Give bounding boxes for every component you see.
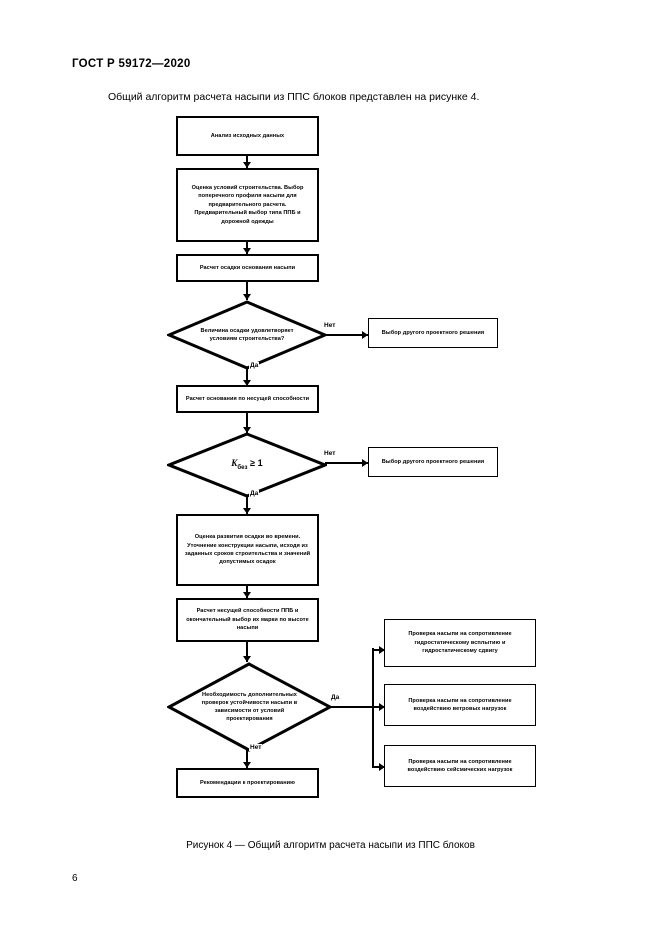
edge-label-no-1: Нет [323,322,337,329]
node-check-seismic: Проверка насыпи на сопротивление воздейс… [384,745,536,787]
arrow-decision2-time [243,508,251,514]
connector-bus-check3 [372,766,384,768]
connector-settlement-decision1 [246,282,248,300]
node-recommendations: Рекомендации к проектированию [176,768,319,798]
node-assessment: Оценка условий строительства. Выбор попе… [176,168,319,242]
connector-decision1-bearing [246,368,248,386]
node-recommendations-label: Рекомендации к проектированию [200,779,295,786]
node-assessment-label: Оценка условий строительства. Выбор попе… [191,185,304,225]
coefficient-relation: ≥ 1 [247,458,263,469]
node-settlement-calc-label: Расчет осадки основания насыпи [199,264,296,271]
arrow-ppb-decision3 [243,656,251,662]
arrow-decision3-recommendations [243,762,251,768]
node-ppb-capacity-label: Расчет несущей способности ППБ и окончат… [186,608,309,632]
arrow-analysis-assessment [243,162,251,168]
flowchart: Анализ исходных данных Оценка условий ст… [167,116,536,798]
node-check-wind: Проверка насыпи на сопротивление воздейс… [384,684,536,726]
arrow-bus-check3 [379,763,385,771]
intro-paragraph: Общий алгоритм расчета насыпи из ППС бло… [108,91,480,103]
node-check-wind-label: Проверка насыпи на сопротивление воздейс… [408,697,512,712]
connector-bus-check1 [372,649,384,651]
connector-bearing-decision2 [246,413,248,433]
node-bearing-capacity-label: Расчет основания по несущей способности [185,395,310,402]
node-check-seismic-label: Проверка насыпи на сопротивление воздейс… [407,758,513,773]
decision-coefficient: Kбез ≥ 1 [167,432,327,498]
edge-label-yes-3: Да [330,694,341,701]
connector-decision2-alt2 [325,462,369,464]
node-time-settlement-label: Оценка развития осадки во времени. Уточн… [184,534,311,566]
node-check-hydrostatic: Проверка насыпи на сопротивление гидрост… [384,619,536,667]
node-check-hydrostatic-label: Проверка насыпи на сопротивление гидрост… [408,631,512,655]
connector-bus-check2 [372,706,384,708]
arrow-bus-check2 [379,703,385,711]
arrow-bus-check1 [379,646,385,654]
arrow-decision1-bearing [243,380,251,386]
arrow-assessment-settlement [243,248,251,254]
connector-ppb-decision3 [246,642,248,662]
arrow-bearing-decision2 [243,427,251,433]
coefficient-symbol: K [231,458,238,469]
edge-label-no-2: Нет [323,450,337,457]
arrow-settlement-decision1 [243,294,251,300]
decision-extra-checks-label: Необходимость дополнительных проверок ус… [201,691,298,723]
standard-header: ГОСТ Р 59172—2020 [72,58,191,70]
connector-decision2-time [246,496,248,514]
edge-label-yes-1: Да [249,362,260,369]
connector-bus-vertical [372,648,374,768]
figure-caption: Рисунок 4 — Общий алгоритм расчета насып… [186,840,475,851]
node-settlement-calc: Расчет осадки основания насыпи [176,254,319,282]
node-time-settlement: Оценка развития осадки во времени. Уточн… [176,514,319,586]
arrow-time-ppb [243,592,251,598]
node-ppb-capacity: Расчет несущей способности ППБ и окончат… [176,598,319,642]
node-bearing-capacity: Расчет основания по несущей способности [176,385,319,413]
node-analysis-label: Анализ исходных данных [210,132,285,139]
connector-decision3-recommendations [246,750,248,768]
decision-settlement-label: Величина осадки удовлетворяет условиям с… [200,327,294,342]
decision-settlement: Величина осадки удовлетворяет условиям с… [167,300,327,370]
decision-extra-checks: Необходимость дополнительных проверок ус… [167,662,332,752]
connector-decision3-bus [330,706,374,708]
coefficient-subscript: без [237,465,248,472]
edge-label-no-3: Нет [249,744,263,751]
node-alt-design-2: Выбор другого проектного решения [368,447,498,477]
decision-coefficient-label: Kбез ≥ 1 [194,457,300,472]
node-alt-design-1: Выбор другого проектного решения [368,318,498,348]
connector-decision1-alt1 [325,334,369,336]
edge-label-yes-2: Да [249,490,260,497]
node-analysis: Анализ исходных данных [176,116,319,156]
node-alt-design-1-label: Выбор другого проектного решения [381,329,485,336]
node-alt-design-2-label: Выбор другого проектного решения [381,458,485,465]
page-number: 6 [72,873,78,884]
arrow-decision1-alt1 [362,331,368,339]
arrow-decision2-alt2 [362,459,368,467]
